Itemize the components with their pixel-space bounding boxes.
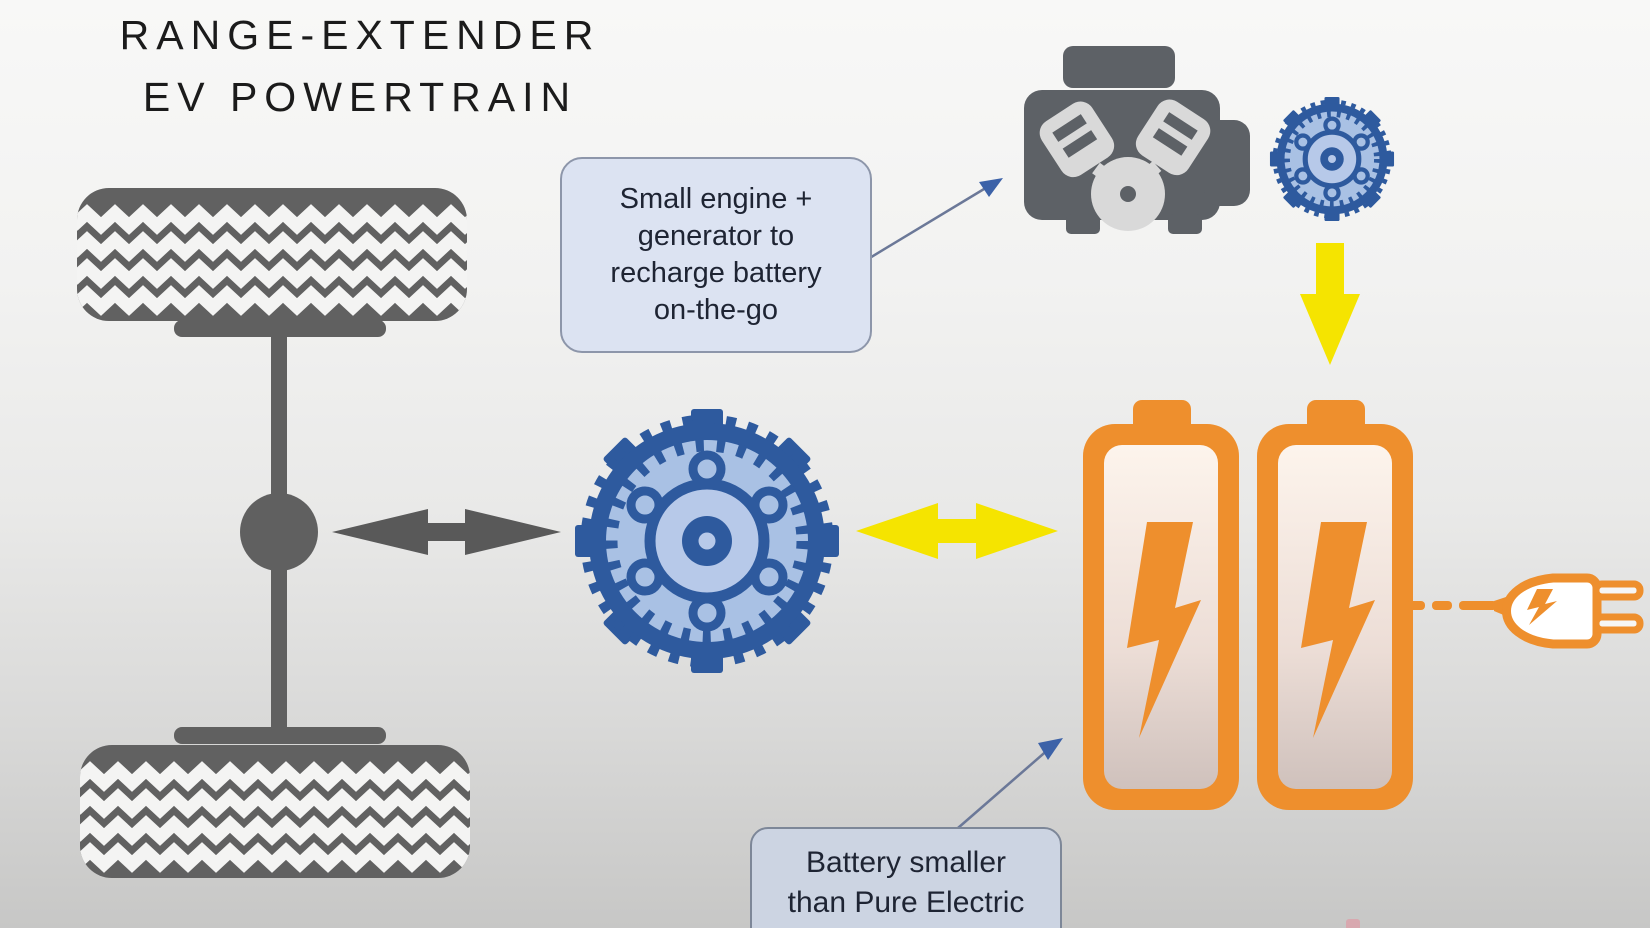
motor-icon xyxy=(575,409,839,673)
front-hub-bar xyxy=(174,320,386,337)
bottom-edge-artifact xyxy=(1346,919,1360,928)
engine-callout: Small engine + generator to recharge bat… xyxy=(560,157,872,353)
engine-pointer-arrow xyxy=(867,178,1003,261)
battery-icon-right xyxy=(1257,400,1413,810)
engine-callout-text: Small engine + generator to recharge bat… xyxy=(610,183,822,326)
drive-arrow xyxy=(332,509,561,555)
engine-icon xyxy=(1024,46,1250,234)
battery-callout: Battery smaller than Pure Electric xyxy=(750,827,1062,928)
battery-pointer-arrow xyxy=(957,738,1063,829)
power-arrow xyxy=(856,503,1058,559)
page-title: RANGE-EXTENDER EV POWERTRAIN xyxy=(95,4,625,128)
battery-icon-left xyxy=(1083,400,1239,810)
front-wheel-icon xyxy=(73,188,493,321)
rear-wheel-icon xyxy=(76,745,496,878)
axle-differential xyxy=(174,320,386,744)
page-title-line2: EV POWERTRAIN xyxy=(142,74,578,120)
battery-callout-text: Battery smaller than Pure Electric xyxy=(787,846,1025,919)
page-title-line1: RANGE-EXTENDER xyxy=(119,12,601,58)
generator-icon xyxy=(1270,97,1394,221)
charging-plug-icon xyxy=(1405,573,1644,649)
recharge-arrow xyxy=(1300,243,1360,365)
differential-ball xyxy=(240,493,318,571)
